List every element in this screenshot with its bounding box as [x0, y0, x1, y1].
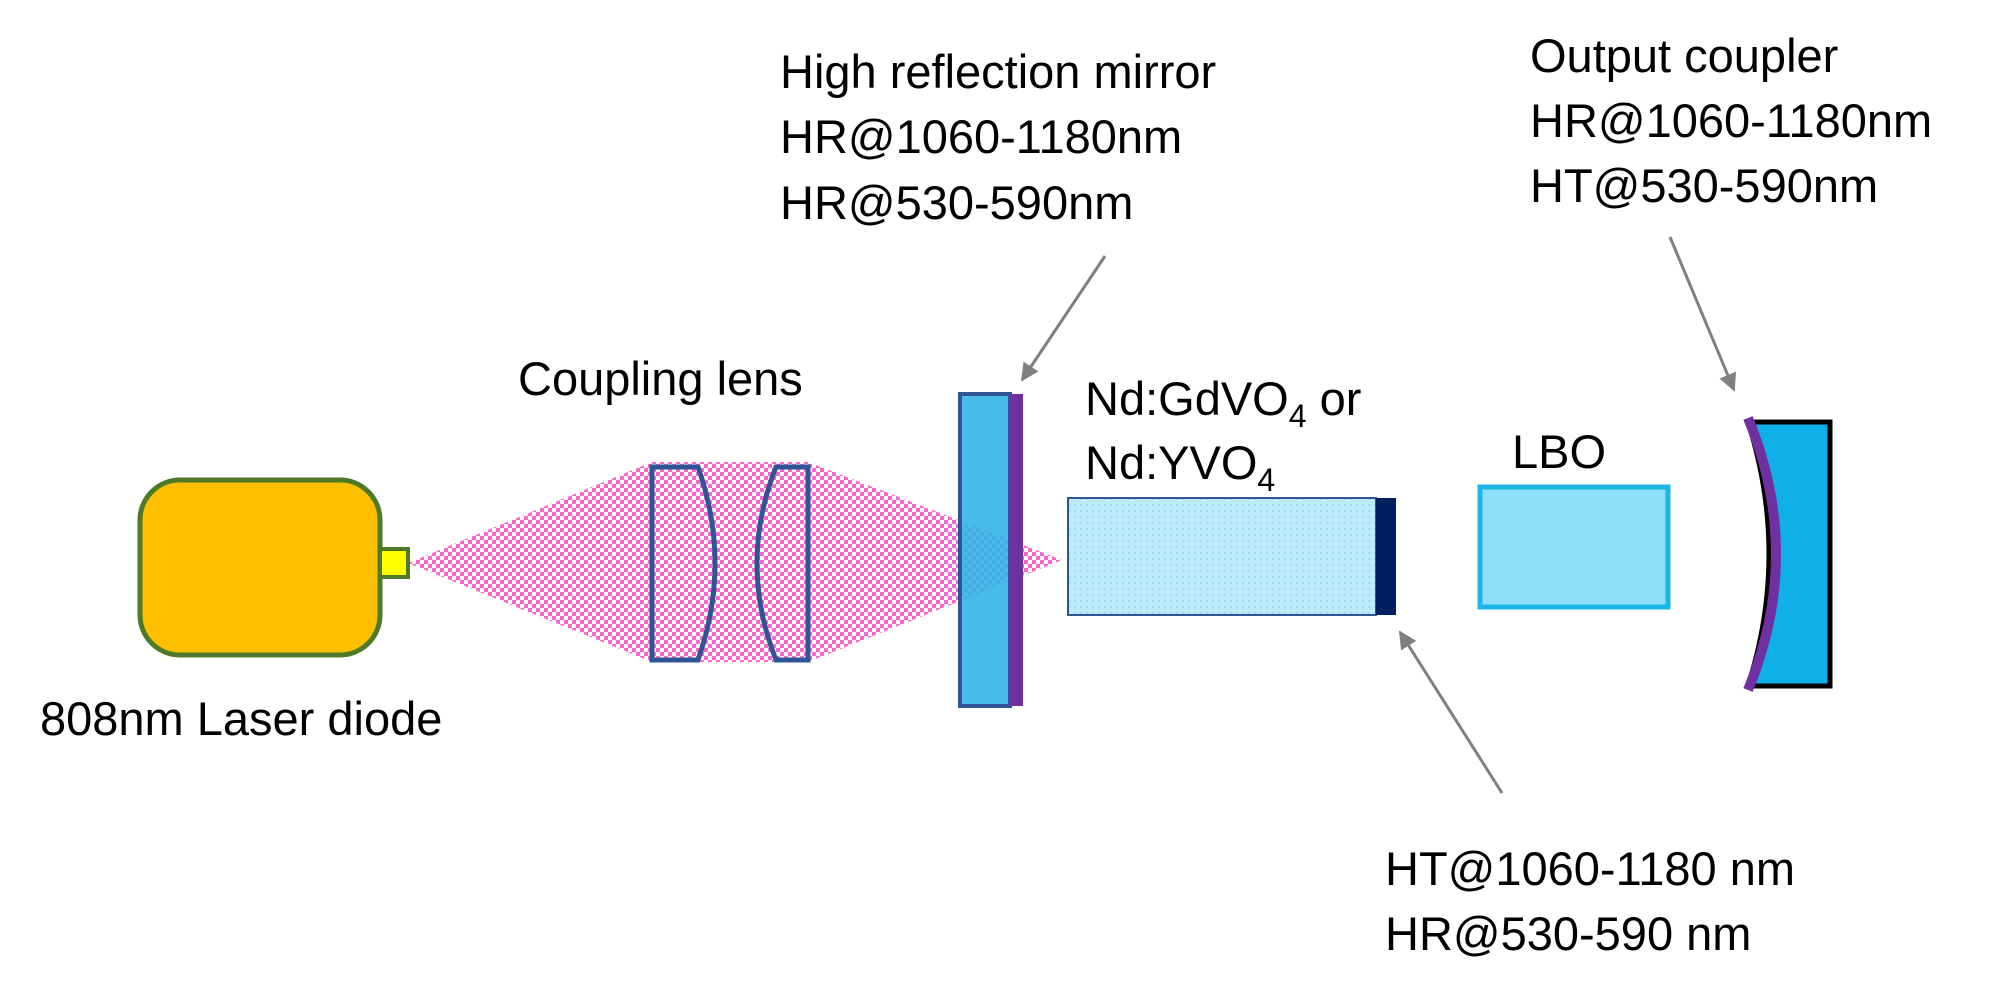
crystal-label-yvo4: Nd:YVO [1085, 436, 1257, 489]
hr-mirror-label-line1: High reflection mirror [780, 45, 1216, 98]
crystal-label-gdvo4: Nd:GdVO [1085, 372, 1289, 425]
arrow-hr-mirror [1020, 255, 1107, 382]
laser-crystal [1067, 497, 1377, 616]
output-coupler-label-line1: Output coupler [1530, 29, 1838, 82]
crystal-label-or: or [1307, 372, 1362, 425]
coupling-lens-label: Coupling lens [518, 352, 803, 405]
laser-diode-label: 808nm Laser diode [40, 692, 442, 745]
arrow-crystal-coating [1398, 630, 1504, 794]
output-coupler-label-line3: HT@530-590nm [1530, 159, 1878, 212]
crystal-coating-label-line1: HT@1060-1180 nm [1385, 842, 1795, 895]
crystal-label-yvo4-subscript: 4 [1257, 462, 1275, 498]
crystal-coating [1376, 498, 1396, 615]
hr-mirror-label-line2: HR@1060-1180nm [780, 110, 1182, 163]
coupling-lens-left [649, 464, 718, 663]
crystal-label-line1: Nd:GdVO4 or [1085, 372, 1361, 434]
pump-beam [408, 462, 1062, 662]
laser-diode-emitter [378, 547, 410, 579]
arrow-output-coupler [1668, 236, 1737, 392]
hr-mirror-label-line3: HR@530-590nm [780, 176, 1133, 229]
coupling-lens-right [754, 464, 811, 663]
laser-diode-body [137, 477, 383, 658]
crystal-label-line2: Nd:YVO4 [1085, 436, 1275, 498]
output-coupler-coating [1743, 416, 1781, 692]
crystal-label-gdvo4-subscript: 4 [1289, 398, 1307, 434]
crystal-coating-label-line2: HR@530-590 nm [1385, 907, 1751, 960]
lbo-crystal [1477, 484, 1671, 610]
hr-mirror-coating [1010, 394, 1023, 706]
output-coupler-label-line2: HR@1060-1180nm [1530, 94, 1932, 147]
lbo-label: LBO [1512, 425, 1606, 478]
hr-mirror [958, 392, 1012, 708]
